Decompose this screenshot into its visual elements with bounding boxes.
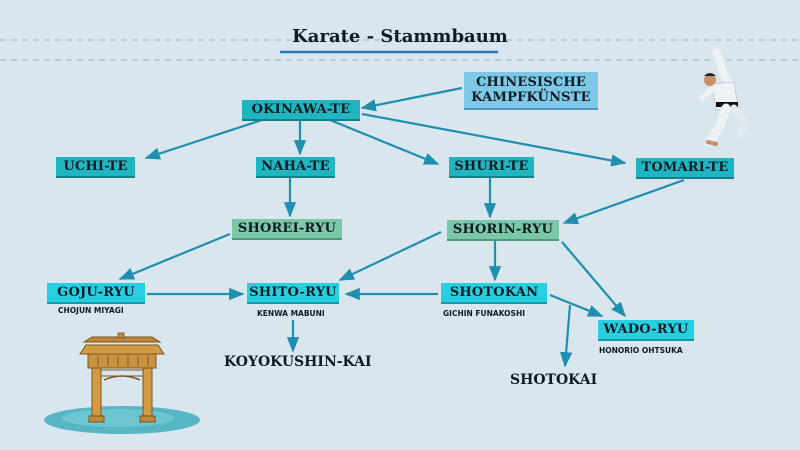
node-wado-ryu: WADO-RYU (598, 320, 694, 341)
node-shito-ryu: SHITO-RYU (247, 283, 339, 304)
arrow-okinawa-tomari (361, 112, 627, 167)
arrow-shorin-wado (561, 241, 626, 318)
arrow-shotokan-wado (549, 293, 604, 318)
arrow-shotokan-shotokai (559, 304, 573, 368)
node-chinesische: CHINESISCHE KAMPFKÜNSTE (464, 72, 598, 110)
arrow-shorin-shito (338, 231, 442, 281)
node-okinawa-te: OKINAWA-TE (242, 100, 360, 121)
node-shorin-ryu: SHORIN-RYU (447, 220, 559, 241)
node-shotokan: SHOTOKAN (441, 283, 547, 304)
node-uchi-te: UCHI-TE (56, 157, 135, 178)
founder-goju-ryu: CHOJUN MIYAGI (58, 306, 124, 315)
node-goju-ryu: GOJU-RYU (47, 283, 145, 304)
node-shorei-ryu: SHOREI-RYU (232, 219, 342, 240)
karate-kick-figure-icon (699, 48, 748, 147)
japanese-gate-icon (44, 332, 200, 434)
founder-shotokan: GICHIN FUNAKOSHI (443, 309, 526, 318)
node-shotokai: SHOTOKAI (510, 372, 598, 388)
diagram-title: Karate - Stammbaum (292, 26, 508, 47)
arrow-shorei-goju (118, 232, 231, 281)
node-naha-te: NAHA-TE (256, 157, 335, 178)
founder-wado-ryu: HONORIO OHTSUKA (599, 346, 683, 355)
arrow-chinesische-okinawa (360, 86, 463, 112)
arrow-okinawa-uchi (144, 118, 263, 160)
node-tomari-te: TOMARI-TE (636, 158, 734, 179)
node-koyokushin-kai: KOYOKUSHIN-KAI (224, 354, 372, 370)
arrow-tomari-shorin (562, 178, 685, 225)
node-shuri-te: SHURI-TE (449, 157, 534, 178)
arrow-okinawa-shuri (329, 118, 440, 166)
founder-shito-ryu: KENWA MABUNI (257, 309, 325, 318)
